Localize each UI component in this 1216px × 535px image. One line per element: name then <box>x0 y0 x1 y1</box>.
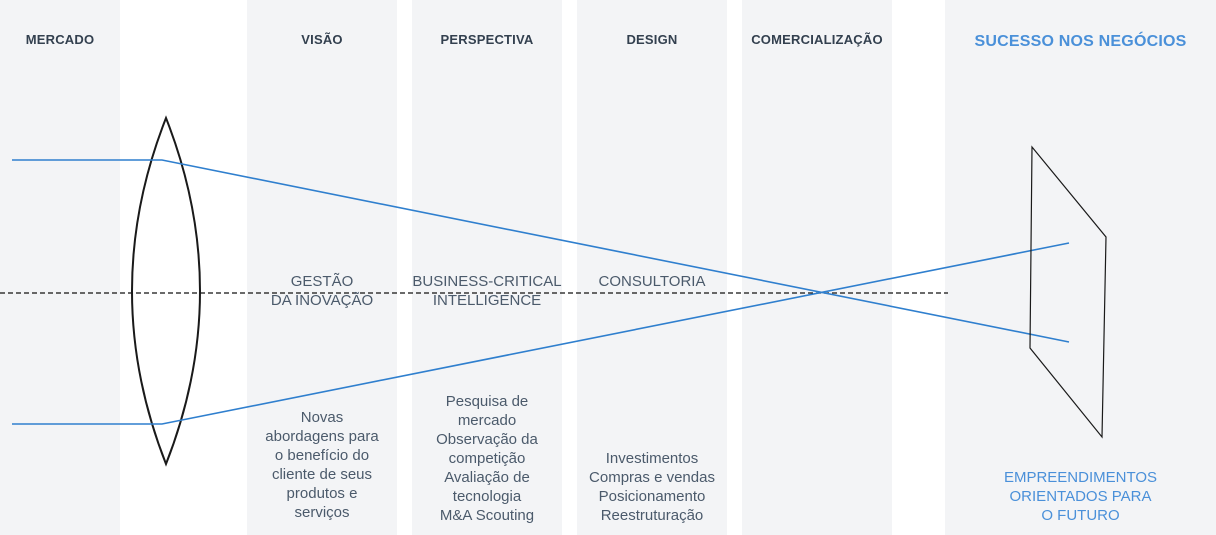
text-line: competição <box>448 450 526 467</box>
label-line: INTELLIGENCE <box>432 292 542 309</box>
text-line: serviços <box>294 504 350 521</box>
label-consultoria: CONSULTORIA <box>577 272 727 291</box>
text-line: tecnologia <box>452 488 522 505</box>
text-line: Observação da <box>436 431 538 448</box>
text-line: Posicionamento <box>598 488 706 505</box>
text-line: O FUTURO <box>1041 507 1120 524</box>
column-perspectiva <box>412 0 562 535</box>
text-line: Reestruturação <box>600 507 704 524</box>
text-line: o benefício do <box>274 447 370 464</box>
header-perspectiva: PERSPECTIVA <box>440 32 534 47</box>
header-design: DESIGN <box>626 32 678 47</box>
text-line: produtos e <box>286 485 358 502</box>
text-design: Investimentos Compras e vendas Posiciona… <box>577 449 727 525</box>
label-line: DA INOVAÇÃO <box>270 292 374 309</box>
column-design <box>577 0 727 535</box>
header-visao: VISÃO <box>301 32 343 47</box>
text-visao: Novas abordagens para o benefício do cli… <box>247 408 397 522</box>
text-line: abordagens para <box>265 428 379 445</box>
label-business-critical: BUSINESS-CRITICAL INTELLIGENCE <box>412 272 562 310</box>
text-line: Pesquisa de <box>445 393 529 410</box>
lower-ray <box>12 242 1070 425</box>
text-perspectiva: Pesquisa de mercado Observação da compet… <box>412 392 562 525</box>
text-line: Investimentos <box>605 450 699 467</box>
text-line: ORIENTADOS PARA <box>1009 488 1152 505</box>
text-line: Novas <box>300 409 344 426</box>
lens-shape <box>131 115 201 467</box>
column-mercado <box>0 0 120 535</box>
text-line: mercado <box>457 412 517 429</box>
column-comercializacao <box>742 0 892 535</box>
text-line: EMPREENDIMENTOS <box>1003 469 1158 486</box>
image-plane <box>1029 145 1107 439</box>
column-visao <box>247 0 397 535</box>
text-line: Avaliação de <box>444 469 530 486</box>
label-line: GESTÃO <box>290 273 354 290</box>
header-comercializacao: COMERCIALIZAÇÃO <box>751 32 883 47</box>
header-mercado: MERCADO <box>25 32 95 47</box>
text-line: cliente de seus <box>271 466 373 483</box>
text-sucesso: EMPREENDIMENTOS ORIENTADOS PARA O FUTURO <box>945 468 1216 525</box>
column-sucesso <box>945 0 1216 535</box>
label-line: CONSULTORIA <box>598 273 706 290</box>
text-line: M&A Scouting <box>439 507 535 524</box>
text-line: Compras e vendas <box>589 469 715 486</box>
label-gestao-inovacao: GESTÃO DA INOVAÇÃO <box>247 272 397 310</box>
label-line: BUSINESS-CRITICAL <box>412 273 562 290</box>
upper-ray <box>12 159 1070 343</box>
header-sucesso: SUCESSO NOS NEGÓCIOS <box>974 33 1187 50</box>
